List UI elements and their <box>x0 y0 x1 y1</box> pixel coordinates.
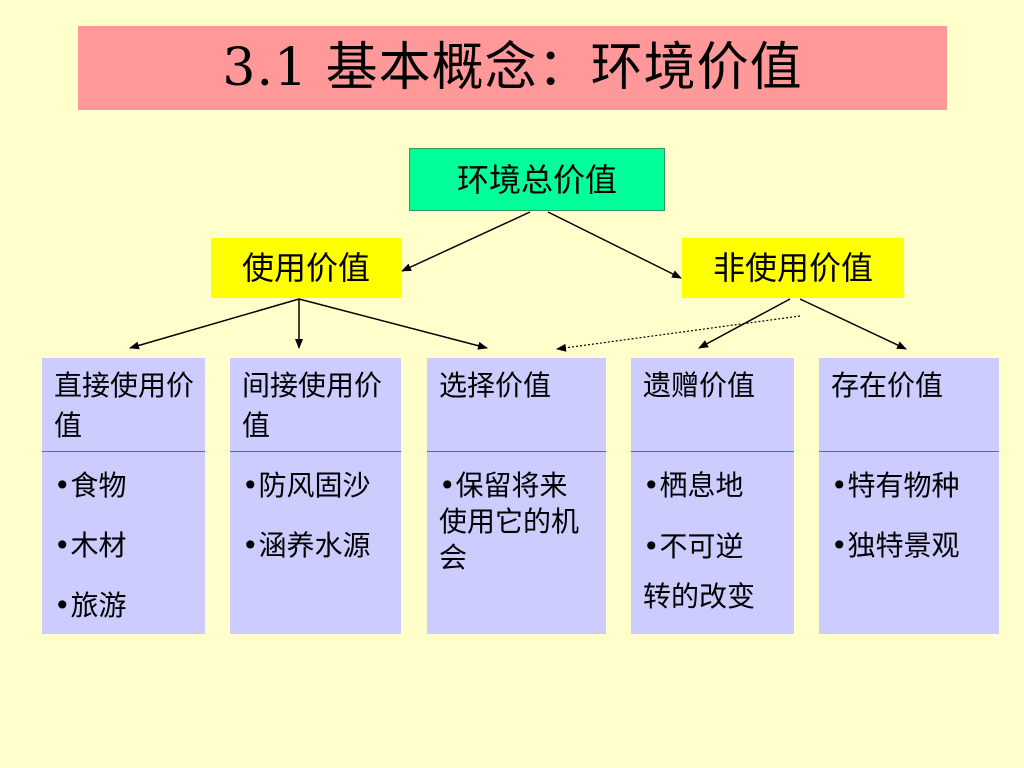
list-item: 防风固沙 <box>242 468 395 504</box>
root-node-label: 环境总价值 <box>456 160 617 199</box>
card-title: 直接使用价值 <box>54 369 195 442</box>
card-divider <box>427 451 606 452</box>
card-item-list: 特有物种 独特景观 <box>831 468 993 588</box>
non-use-value-node: 非使用价值 <box>682 238 904 298</box>
arrow-nonuse-to-existence <box>799 298 907 350</box>
card-divider <box>42 451 205 452</box>
indirect-use-card: 间接使用价值 防风固沙 涵养水源 <box>230 358 401 634</box>
card-item-list: 防风固沙 涵养水源 <box>242 468 395 588</box>
card-divider <box>631 451 794 452</box>
card-title: 存在价值 <box>831 369 944 402</box>
card-divider <box>819 451 999 452</box>
direct-use-card: 直接使用价值 食物 木材 旅游 <box>42 358 205 634</box>
list-item: 涵养水源 <box>242 528 395 564</box>
card-item-list: 保留将来使用它的机会 <box>439 468 590 600</box>
list-item: 食物 <box>54 468 199 504</box>
title-bar: 3.1 基本概念：环境价值 <box>78 26 947 110</box>
arrow-use-to-direct <box>129 298 300 350</box>
non-use-value-label: 非使用价值 <box>712 249 873 287</box>
arrow-root-to-nonuse <box>547 211 682 279</box>
option-value-card: 选择价值 保留将来使用它的机会 <box>427 358 606 634</box>
card-title: 间接使用价值 <box>242 369 383 442</box>
card-title: 遗赠价值 <box>643 369 756 402</box>
page-title: 3.1 基本概念：环境价值 <box>222 38 803 98</box>
bequest-value-card: 遗赠价值 栖息地 不可逆转的改变 <box>631 358 794 634</box>
list-item: 木材 <box>54 528 199 564</box>
list-item: 特有物种 <box>831 468 993 504</box>
list-item: 独特景观 <box>831 528 993 564</box>
arrow-use-to-option <box>298 298 488 350</box>
root-node: 环境总价值 <box>409 148 665 211</box>
use-value-label: 使用价值 <box>241 249 370 287</box>
list-item: 旅游 <box>54 588 199 624</box>
card-item-list: 食物 木材 旅游 <box>54 468 199 648</box>
card-title: 选择价值 <box>439 369 552 402</box>
list-item: 保留将来使用它的机会 <box>439 468 590 576</box>
arrow-nonuse-to-option <box>556 315 801 352</box>
existence-value-card: 存在价值 特有物种 独特景观 <box>819 358 999 634</box>
card-item-list: 栖息地 不可逆转的改变 <box>643 468 764 622</box>
arrow-nonuse-to-bequest <box>698 298 791 349</box>
use-value-node: 使用价值 <box>211 238 401 298</box>
arrow-root-to-use <box>401 211 531 272</box>
card-divider <box>230 451 401 452</box>
list-item: 不可逆转的改变 <box>643 522 764 622</box>
list-item: 栖息地 <box>643 468 764 504</box>
